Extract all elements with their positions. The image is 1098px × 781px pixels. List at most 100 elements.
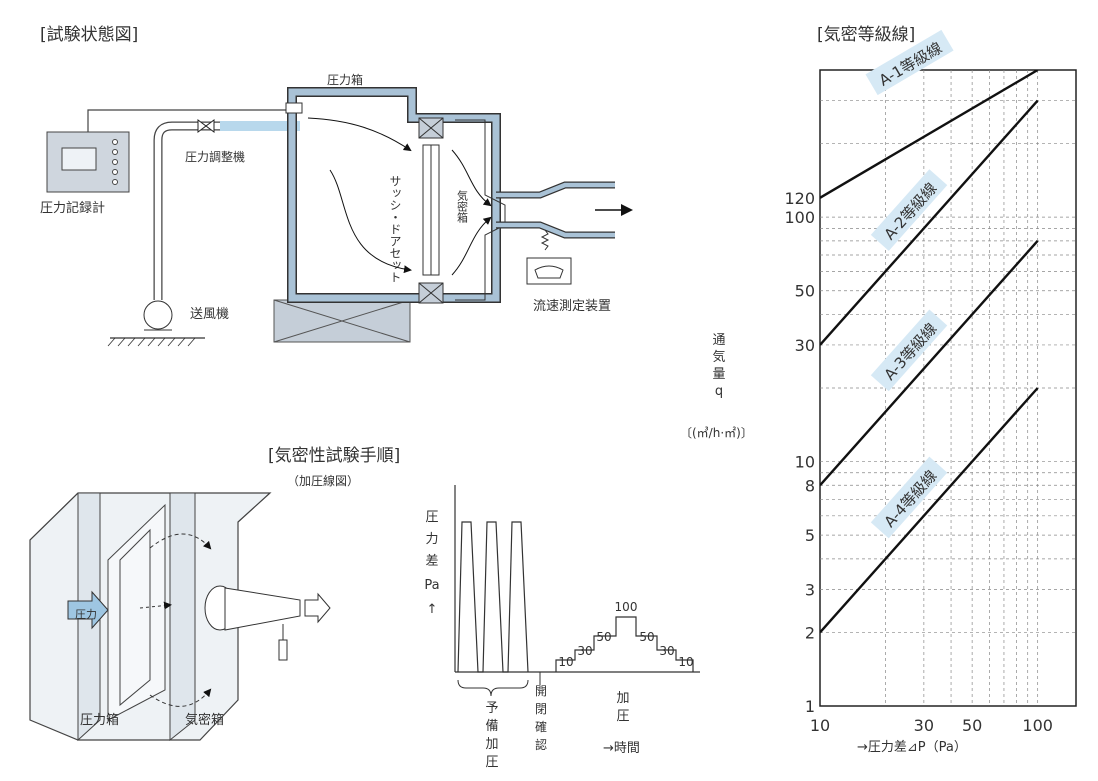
y-tick-label: 1 xyxy=(805,697,815,716)
airtight-box-outline xyxy=(455,119,506,301)
test-state-diagram: [試験状態図] 圧力記録計 圧力調整機 送風機 圧力箱 xyxy=(40,25,633,347)
recorder-knobs xyxy=(112,139,118,185)
grade-ylabel-char: q xyxy=(715,384,723,399)
grade-ylabel-char: 量 xyxy=(712,367,725,382)
procedure-diagram: [気密性試験手順] （加圧線図） 圧力 圧力箱 気密箱 xyxy=(29,446,400,742)
pressure-chart-ylabel-char: 差 xyxy=(425,554,438,569)
grade-x-tick-labels: 10 30 50 100 xyxy=(810,716,1053,735)
step-labels: 10 30 50 100 50 30 10 xyxy=(558,600,693,669)
step-label: 50 xyxy=(596,630,611,644)
procedure-airtight-box-label: 気密箱 xyxy=(185,712,224,728)
step-label: 30 xyxy=(577,644,592,658)
pressure-arrow-icon xyxy=(67,590,109,630)
grade-x-axis-label: →圧力差⊿P（Pa） xyxy=(857,740,967,755)
pressurize-char: 圧 xyxy=(616,709,629,724)
procedure-pressure-box-label: 圧力箱 xyxy=(80,712,119,728)
pressure-chart-ylabel-char: ↑ xyxy=(427,602,438,617)
step-pressure-curve xyxy=(555,616,694,672)
step-label: 100 xyxy=(615,600,638,614)
gauge-icon xyxy=(278,639,288,661)
procedure-title: [気密性試験手順] xyxy=(268,446,400,466)
procedure-subtitle: （加圧線図） xyxy=(287,473,359,488)
y-tick-label: 5 xyxy=(805,526,815,545)
y-tick-label: 8 xyxy=(805,476,815,495)
airflow-arrow xyxy=(329,169,412,274)
grade-line xyxy=(820,70,1039,199)
step-label: 50 xyxy=(639,630,654,644)
flow-device-label: 流速測定装置 xyxy=(533,299,611,314)
pressure-box-label: 圧力箱 xyxy=(327,72,363,87)
y-tick-label: 2 xyxy=(805,623,815,642)
y-tick-label: 3 xyxy=(805,580,815,599)
pressure-chart-ylabel-char: Pa xyxy=(424,578,439,593)
outlet-arrow-icon xyxy=(304,592,331,624)
x-tick-label: 10 xyxy=(810,716,830,735)
airtight-box-label: 気密箱 xyxy=(456,189,469,224)
step-label: 10 xyxy=(558,655,573,669)
test-state-title: [試験状態図] xyxy=(40,25,138,45)
pre-pressure-curve xyxy=(457,521,529,673)
pre-pressure-char: 圧 xyxy=(485,755,498,770)
x-tick-label: 100 xyxy=(1022,716,1053,735)
y-tick-label: 30 xyxy=(795,336,815,355)
step-label: 10 xyxy=(678,655,693,669)
y-tick-label: 10 xyxy=(795,453,815,472)
pipe-fill xyxy=(220,121,300,131)
pressure-chart-ylabel-char: 力 xyxy=(425,532,438,547)
grade-line xyxy=(820,99,1039,346)
grade-ylabel-char: 気 xyxy=(712,349,725,365)
open-close-char: 確 xyxy=(535,719,547,734)
sensor-port xyxy=(285,102,303,114)
airflow-arrow xyxy=(451,216,492,276)
time-label: →時間 xyxy=(603,741,640,756)
blower-label: 送風機 xyxy=(190,307,229,322)
grade-line xyxy=(820,387,1039,634)
grade-ylabel-char: 通 xyxy=(712,333,725,348)
grade-title: [気密等級線] xyxy=(817,25,915,45)
pressure-arrow-label: 圧力 xyxy=(75,608,97,621)
open-close-char: 閉 xyxy=(535,702,547,716)
open-close-char: 認 xyxy=(535,737,547,752)
x-tick-label: 30 xyxy=(914,716,934,735)
grade-line xyxy=(820,240,1039,487)
x-tick-label: 50 xyxy=(962,716,982,735)
pre-pressure-char: 加 xyxy=(485,737,498,752)
pre-pressure-char: 備 xyxy=(485,718,498,734)
airflow-arrow xyxy=(307,117,412,152)
pressurize-char: 加 xyxy=(616,691,629,706)
grade-label-bg xyxy=(870,456,948,539)
grade-label-bg xyxy=(865,29,954,96)
pressurize-label: 加圧 xyxy=(616,691,629,724)
pressure-chart-ylabel: 圧力差 Pa ↑ xyxy=(424,510,439,617)
flow-meter-icon xyxy=(526,257,572,285)
sash-label: サッシ・ドアセット xyxy=(388,175,402,283)
step-label: 30 xyxy=(659,644,674,658)
recorder-label: 圧力記録計 xyxy=(40,200,105,216)
valve-icon xyxy=(197,119,215,133)
spring-icon xyxy=(540,229,550,251)
recorder-wire xyxy=(87,109,296,132)
y-tick-label: 100 xyxy=(784,208,815,227)
pre-pressure-char: 予 xyxy=(485,701,498,716)
blower-icon xyxy=(143,300,173,330)
open-close-char: 開 xyxy=(535,684,547,698)
pre-pressure-brace xyxy=(457,679,529,697)
y-tick-label: 120 xyxy=(784,189,815,208)
regulator-label: 圧力調整機 xyxy=(185,149,245,164)
grade-label-bg xyxy=(870,169,948,251)
grade-y-unit: 〔(㎥/h·㎡)〕 xyxy=(680,426,753,440)
grade-grid xyxy=(820,70,1076,706)
grade-label-bg xyxy=(870,309,948,392)
pressure-chart-ylabel-char: 圧 xyxy=(425,510,438,525)
sash-panel xyxy=(107,503,166,721)
y-tick-label: 50 xyxy=(795,282,815,301)
airflow-arrow xyxy=(451,149,492,207)
recorder-screen xyxy=(61,147,97,171)
